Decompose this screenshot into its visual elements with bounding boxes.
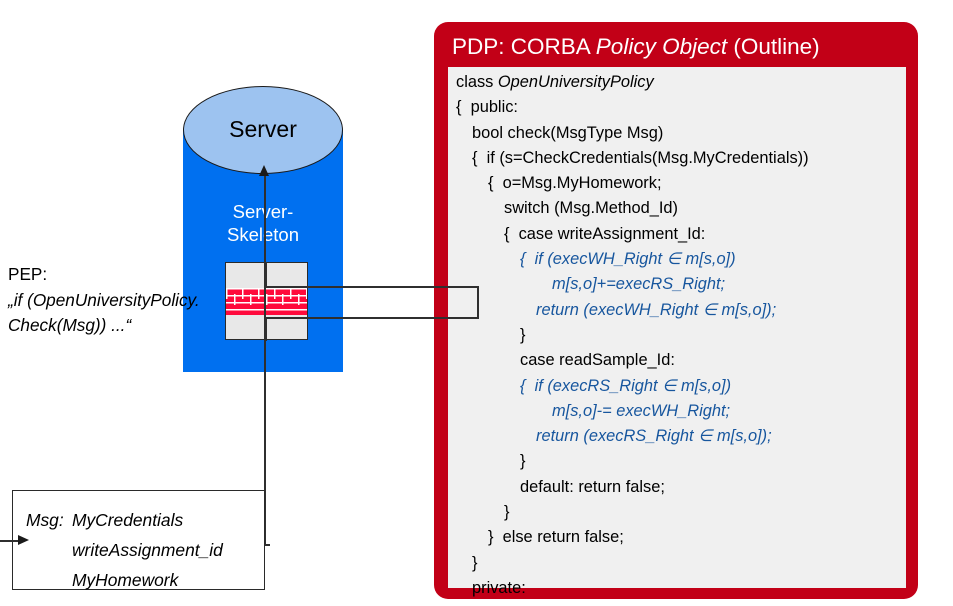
code-line: { if (execRS_Right ∈ m[s,o]) [520,376,732,395]
code-line: } [504,503,510,522]
code-line: { if (execWH_Right ∈ m[s,o]) [520,250,736,269]
server-label: Server [229,116,297,142]
msg-value: MyHomework [72,570,179,590]
code-line: { if (s=CheckCredentials(Msg.MyCredentia… [472,148,809,167]
pep-pdp-link-bottom [265,317,479,319]
code-line: switch (Msg.Method_Id) [504,199,678,218]
pdp-title-suffix: (Outline) [727,34,820,59]
pep-quote-line1: „if (OpenUniversityPolicy. [8,289,200,310]
code-line: private: [472,578,526,597]
pep-annotation: PEP: „if (OpenUniversityPolicy. Check(Ms… [8,262,238,339]
code-line: bool check(MsgType Msg) [472,123,664,142]
server-skeleton-label-line1: Server- [232,201,294,222]
server-skeleton-label-line2: Skeleton [227,224,299,245]
code-line: default: return false; [520,477,665,496]
request-flow-elbow [264,544,270,546]
pdp-panel-title: PDP: CORBA Policy Object (Outline) [452,33,912,61]
code-line: { public: [456,98,518,117]
pep-label: PEP: [8,264,48,284]
pdp-title-italic: Policy Object [595,34,728,59]
code-line: m[s,o]-= execWH_Right; [552,401,731,420]
code-line: rightsetType m[SubjectType,ObjectType]; [456,601,916,606]
pep-pdp-link-left-bottom [265,317,267,341]
pep-pdp-link-right [477,286,479,319]
code-line: class OpenUniversityPolicy [456,73,654,91]
code-line: m[s,o]+=execRS_Right; [552,275,726,294]
incoming-msg-arrowhead [18,535,29,545]
policy-code-listing: class OpenUniversityPolicy { public: bool … [456,70,916,606]
request-flow-shaft [264,175,266,545]
msg-value: writeAssignment_id [72,540,223,560]
code-line: { o=Msg.MyHomework; [488,174,662,193]
code-line: } [520,325,526,344]
msg-box [12,490,265,590]
firewall-brick-icon [226,288,307,315]
msg-box-label: Msg: [26,510,64,530]
msg-value: MyCredentials [72,510,184,530]
code-line: } [520,452,526,471]
pdp-title-prefix: PDP: CORBA [452,34,596,59]
pep-pdp-link-top [265,286,479,288]
code-line: return (execRS_Right ∈ m[s,o]); [536,427,772,446]
code-line: } [472,553,478,572]
policy-code-box [448,67,906,588]
request-flow-arrowhead [259,165,269,176]
code-line: return (execWH_Right ∈ m[s,o]); [536,300,777,319]
code-line: { case writeAssignment_Id: [504,224,706,243]
code-line: } else return false; [488,528,624,547]
pep-pdp-link-left-top [265,262,267,287]
incoming-msg-line [0,540,22,542]
pep-quote-line2: Check(Msg)) ...“ [8,315,132,335]
server-skeleton-label: Server- Skeleton [183,200,343,246]
code-line: case readSample_Id: [520,351,675,370]
